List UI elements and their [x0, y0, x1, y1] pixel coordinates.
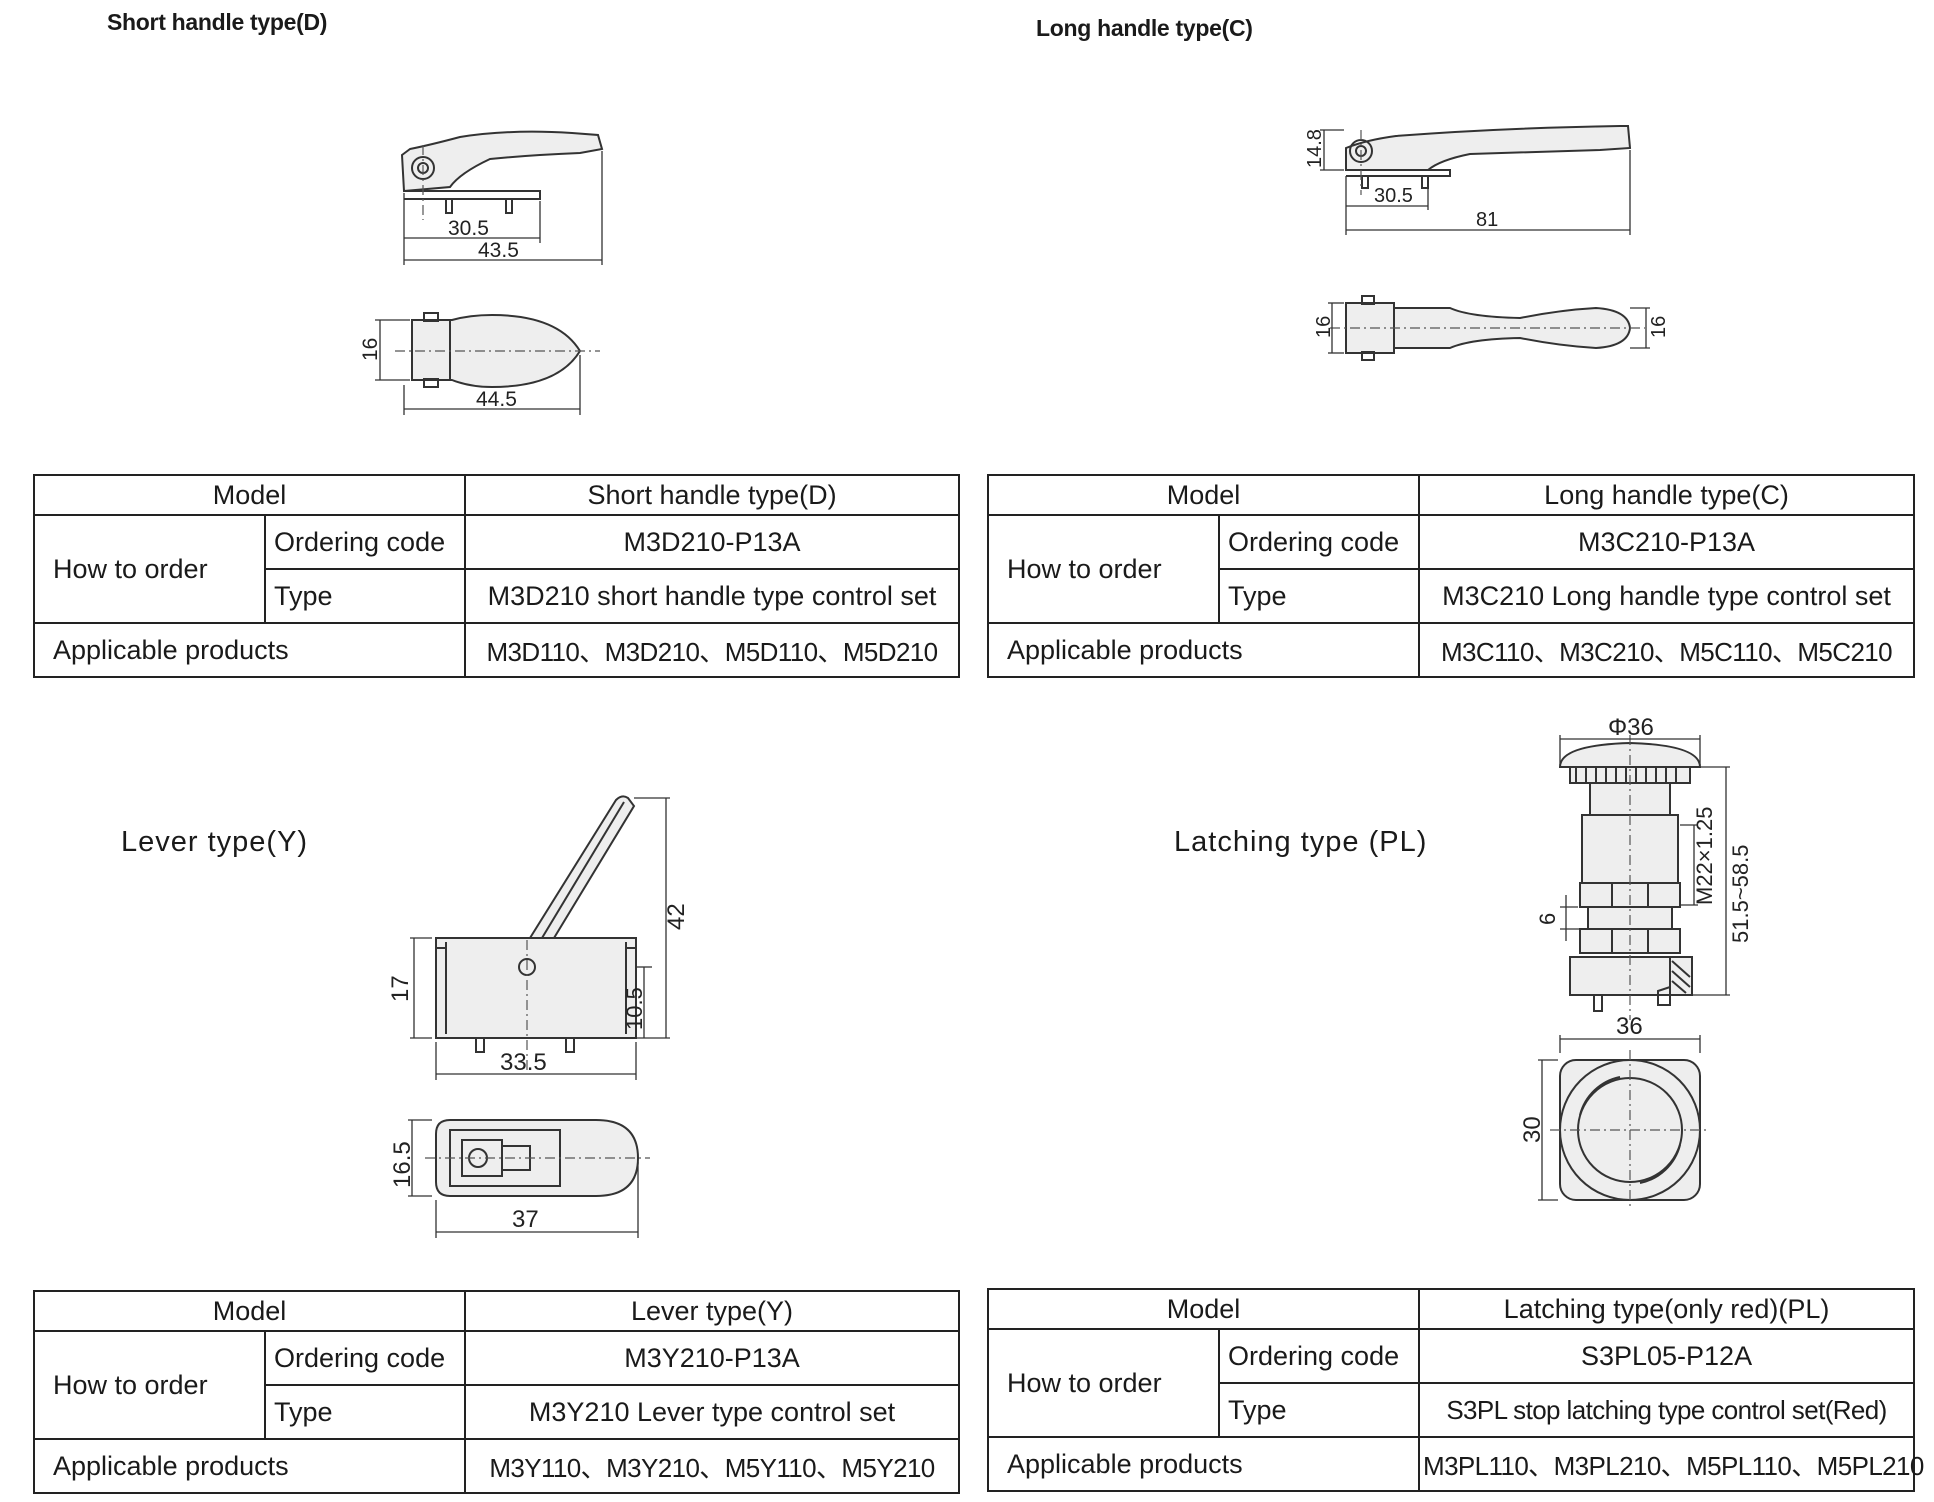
lever-type-title: Lever type(Y): [121, 826, 309, 858]
dim-30-5-long: 30.5: [1374, 185, 1413, 207]
dim-81: 81: [1476, 209, 1498, 231]
applicable-products-label: Applicable products: [32, 622, 467, 678]
model-value: Long handle type(C): [1418, 474, 1916, 516]
applicable-products-value: M3C110、M3C210、M5C110、M5C210: [1418, 622, 1916, 678]
latching-type-title: Latching type (PL): [1174, 826, 1428, 858]
how-to-order-label: How to order: [987, 1328, 1220, 1438]
ordering-code-label: Ordering code: [1217, 514, 1421, 570]
ordering-code-label: Ordering code: [263, 1330, 467, 1386]
dim-30: 30: [1519, 1116, 1546, 1143]
lever-table: Model Lever type(Y) How to order Orderin…: [32, 1290, 961, 1494]
how-to-order-label: How to order: [33, 514, 266, 624]
dim-m22: M22×1.25: [1692, 807, 1717, 905]
latching-front-view: 36 30: [1519, 1013, 1710, 1210]
applicable-products-value: M3PL110、M3PL210、M5PL110、M5PL210: [1418, 1436, 1924, 1492]
type-label: Type: [1217, 568, 1421, 624]
long-handle-drawing: 14.8 30.5 81 16 16: [1304, 125, 1670, 361]
dim-10-5: 10.5: [622, 987, 647, 1030]
latching-table: Model Latching type(only red)(PL) How to…: [986, 1288, 1924, 1492]
applicable-products-label: Applicable products: [986, 622, 1421, 678]
type-value: S3PL stop latching type control set(Red): [1418, 1382, 1916, 1438]
dim-16-right: 16: [1648, 316, 1670, 338]
type-label: Type: [1217, 1382, 1421, 1438]
dim-phi-36: Φ36: [1608, 714, 1654, 741]
model-value: Lever type(Y): [464, 1290, 961, 1332]
type-label: Type: [263, 1384, 467, 1440]
long-handle-side-view: 14.8 30.5 81: [1304, 125, 1632, 235]
short-handle-drawing: 30.5 43.5 16 44.5: [359, 130, 604, 415]
ordering-code-value: M3C210-P13A: [1418, 514, 1916, 570]
short-handle-title: Short handle type(D): [107, 9, 328, 35]
type-value: M3D210 short handle type control set: [464, 568, 961, 624]
long-handle-table: Model Long handle type(C) How to order O…: [986, 474, 1916, 678]
dim-16-left: 16: [1313, 316, 1335, 338]
long-handle-title: Long handle type(C): [1036, 15, 1253, 41]
dim-43-5: 43.5: [478, 239, 519, 262]
dim-16-5: 16.5: [389, 1141, 416, 1188]
short-handle-side-view: 30.5 43.5: [400, 130, 604, 265]
dim-16: 16: [359, 338, 382, 361]
lever-top-view: 16.5 37: [389, 1119, 650, 1238]
dim-6: 6: [1535, 913, 1560, 925]
applicable-products-label: Applicable products: [986, 1436, 1421, 1492]
dim-17: 17: [387, 975, 414, 1002]
applicable-products-value: M3Y110、M3Y210、M5Y110、M5Y210: [464, 1438, 961, 1494]
model-label: Model: [986, 474, 1421, 516]
type-value: M3C210 Long handle type control set: [1418, 568, 1916, 624]
ordering-code-label: Ordering code: [1217, 1328, 1421, 1384]
latching-side-view: Φ36 M22×1.25 51.5~58.5 6: [1535, 714, 1753, 1020]
ordering-code-value: S3PL05-P12A: [1418, 1328, 1916, 1384]
how-to-order-label: How to order: [987, 514, 1220, 624]
dim-42: 42: [663, 903, 690, 930]
type-label: Type: [263, 568, 467, 624]
type-value: M3Y210 Lever type control set: [464, 1384, 961, 1440]
long-handle-top-view: 16 16: [1313, 295, 1670, 361]
dim-36: 36: [1616, 1013, 1643, 1040]
model-value: Latching type(only red)(PL): [1418, 1288, 1916, 1330]
short-handle-top-view: 16 44.5: [359, 312, 600, 415]
lever-drawing: 42 17 10.5 33.5 16.5 37: [387, 795, 690, 1238]
dim-33-5: 33.5: [500, 1049, 547, 1076]
latching-drawing: Φ36 M22×1.25 51.5~58.5 6 36 30: [1519, 714, 1753, 1210]
dim-44-5: 44.5: [476, 388, 517, 411]
applicable-products-label: Applicable products: [32, 1438, 467, 1494]
dim-51-5-58-5: 51.5~58.5: [1728, 845, 1753, 943]
ordering-code-value: M3Y210-P13A: [464, 1330, 961, 1386]
model-label: Model: [32, 474, 467, 516]
applicable-products-value: M3D110、M3D210、M5D110、M5D210: [464, 622, 961, 678]
ordering-code-value: M3D210-P13A: [464, 514, 961, 570]
lever-side-view: 42 17 10.5 33.5: [387, 795, 690, 1080]
dim-30-5: 30.5: [448, 217, 489, 240]
dim-14-8: 14.8: [1304, 129, 1326, 168]
model-value: Short handle type(D): [464, 474, 961, 516]
short-handle-table: Model Short handle type(D) How to order …: [32, 474, 961, 678]
model-label: Model: [986, 1288, 1421, 1330]
ordering-code-label: Ordering code: [263, 514, 467, 570]
how-to-order-label: How to order: [33, 1330, 266, 1440]
model-label: Model: [32, 1290, 467, 1332]
dim-37: 37: [512, 1206, 539, 1233]
